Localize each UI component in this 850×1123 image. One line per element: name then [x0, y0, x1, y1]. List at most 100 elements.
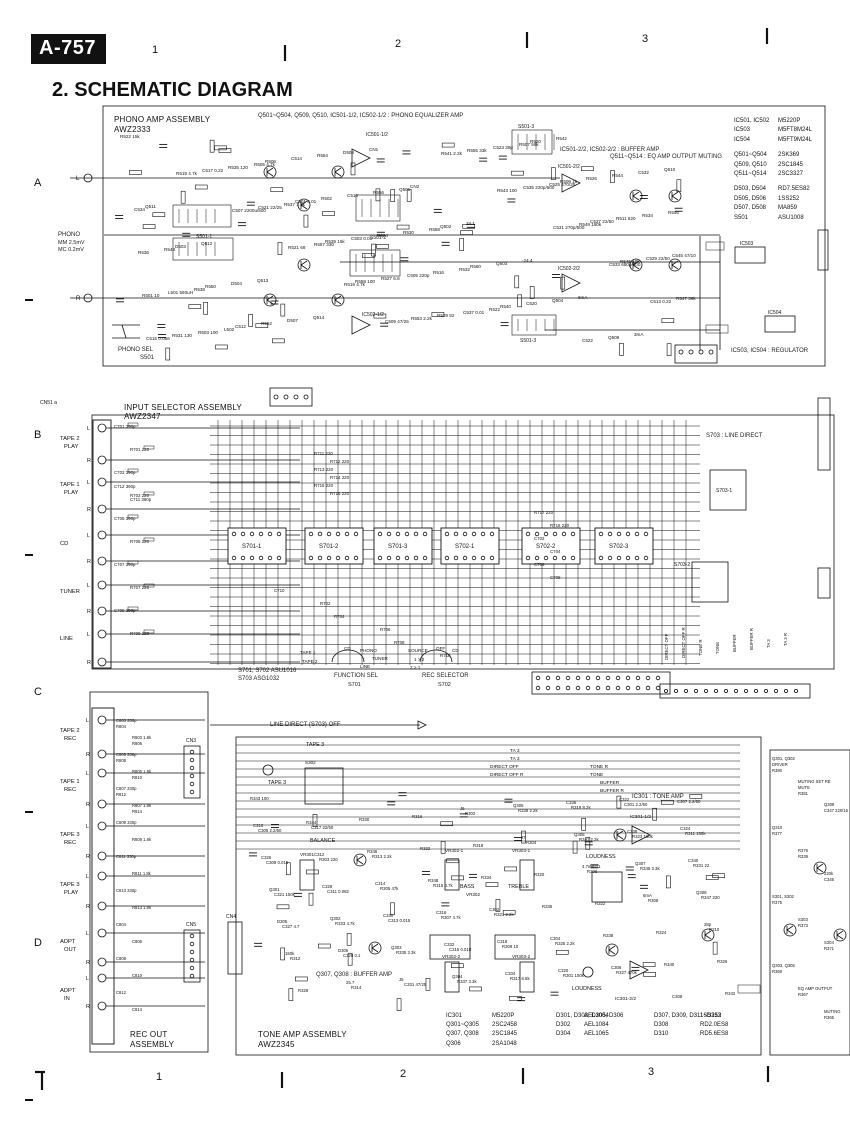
tone-part-ref: D308 — [654, 1022, 669, 1029]
input-resistor — [143, 491, 155, 496]
phono-part-label: Q510 — [664, 167, 676, 172]
cn3-label: CN3 — [186, 738, 196, 744]
cn5-label: CN5 — [186, 922, 196, 928]
tone-resistor — [581, 818, 586, 831]
tone-part-label: R346 — [367, 849, 378, 854]
switch-contact — [489, 555, 495, 561]
s701-1-block — [227, 527, 287, 565]
tone-section-label: LOUDNESS — [586, 854, 616, 860]
grid-row-b: B — [34, 429, 42, 441]
s703-1-block — [709, 469, 747, 511]
input-resistor — [143, 629, 155, 634]
tone-amp-part-no: AWZ2345 — [258, 1040, 295, 1049]
switch-contact — [444, 531, 450, 537]
input-part-label: R718 220 — [550, 523, 570, 528]
phono-part-ref: Q501~Q504 — [734, 152, 767, 159]
phono-equalizer-note: Q501~Q504, Q509, Q510, IC501-1/2, IC502-… — [258, 113, 464, 119]
tone-part-label: R337 3.3k — [457, 979, 477, 984]
rec-out-title: REC OUT — [130, 1030, 168, 1039]
phono-part-no: M5220P — [778, 118, 801, 124]
function-position: TAPE 1 — [300, 650, 316, 655]
switch-section-label: S702-1 — [455, 544, 475, 550]
tone-part-label: R328 — [298, 988, 309, 993]
switch-section-label: S701-1 — [242, 544, 262, 550]
model-badge: A-757 — [31, 34, 106, 64]
rec-part-label: R811 1.8k — [132, 871, 152, 876]
tone-part-label: 6mA — [643, 893, 652, 898]
j3-pin — [545, 685, 551, 691]
phono-regulator-note: IC503, IC504 : REGULATOR — [731, 348, 809, 354]
input-part-label: C706 — [534, 562, 545, 567]
tone-part-label: R342 — [725, 991, 736, 996]
input-jack — [97, 606, 107, 616]
phono-part-no: MA859 — [778, 205, 798, 212]
phono-part-no: RD7.5ES82 — [778, 186, 810, 193]
tone-part-label: R311 150k — [685, 831, 706, 836]
input-part-label: C701 390p — [114, 424, 136, 429]
phono-part-no: 1SS252 — [778, 195, 800, 202]
rec-jack-lr: R — [86, 960, 90, 966]
bass-r-block — [429, 934, 471, 960]
switch-contact — [249, 555, 255, 561]
phono-part-label: R553 2.2k — [411, 316, 433, 321]
function-sel-arc — [331, 649, 365, 663]
input-jack-lr: L — [87, 583, 90, 589]
tone-signal-label: DIRECT OFF R — [490, 772, 524, 778]
switch-section-label: S702-2 — [536, 544, 556, 550]
j5-pin — [694, 689, 699, 694]
tone-part-label: R341 2.2k — [579, 837, 599, 842]
switch-section-label: S703-2 — [674, 562, 690, 568]
phono-part-no: 2SC3327 — [778, 171, 804, 177]
rec-part-label: C804 — [116, 922, 127, 927]
rec-jack-group-label: IN — [64, 996, 70, 1002]
s501-label: S501-1 — [196, 234, 212, 240]
rec-part-label: R813 1.8k — [132, 905, 152, 910]
phono-part-label: L501 560uH — [168, 290, 193, 295]
tone-resistor — [286, 862, 291, 876]
grid-col-bottom-3: 3 — [648, 1066, 655, 1078]
vr302-1-block — [444, 859, 460, 891]
j3-pin — [545, 675, 551, 681]
j3-pin — [585, 685, 591, 691]
phono-part-label: R545 10k — [620, 259, 640, 264]
phono-resistor — [188, 304, 202, 309]
grid-row-c: C — [34, 686, 42, 698]
tone-part-label: J7 — [521, 835, 526, 840]
tone-part-ref: Q307, Q308 — [446, 1031, 479, 1038]
j5-pin — [744, 689, 749, 694]
input-jack-lr: R — [87, 458, 91, 464]
phono-part-label: 6mA — [578, 295, 588, 300]
phono-amp-part-no: AWZ2333 — [114, 125, 151, 134]
phono-resistor — [270, 187, 284, 193]
input-part-label: R708 — [394, 640, 405, 645]
q514 — [668, 258, 682, 272]
switch-contact — [543, 531, 549, 537]
tone-part-label: R320 — [534, 872, 545, 877]
rec-jack — [97, 749, 107, 759]
phono-part-label: R524 — [377, 233, 388, 238]
switch-contact — [525, 531, 531, 537]
mute-assembly-frame — [769, 749, 850, 1056]
grid-col-bottom-1: 1 — [156, 1071, 163, 1083]
rec-part-label: C806 — [132, 939, 143, 944]
tone-part-label: R332 — [420, 846, 431, 851]
phono-resistor — [661, 318, 675, 323]
j5-pin — [784, 689, 789, 694]
tone-part-label: R331 22 — [693, 863, 710, 868]
rec-jack-group-label: REC — [64, 736, 76, 742]
tone-part-label: C311 0.082 — [327, 889, 350, 894]
input-part-label: R709 220 — [130, 631, 150, 636]
phono-part-label: Q504 — [552, 298, 564, 303]
switch-contact — [377, 531, 383, 537]
phono-part-label: R547 39k — [676, 296, 696, 301]
input-jack-group-label: PLAY — [64, 490, 79, 496]
switch-contact — [561, 555, 567, 561]
rec-part-label: R803 1.8k — [132, 735, 152, 740]
rec-jack — [97, 957, 107, 967]
input-part-label: C708 — [550, 575, 561, 580]
bus-label: DIRECT OFF R — [681, 627, 686, 658]
phono-part-no: M5FT9M24L — [778, 136, 813, 143]
input-jack-group-label: TUNER — [60, 589, 80, 595]
